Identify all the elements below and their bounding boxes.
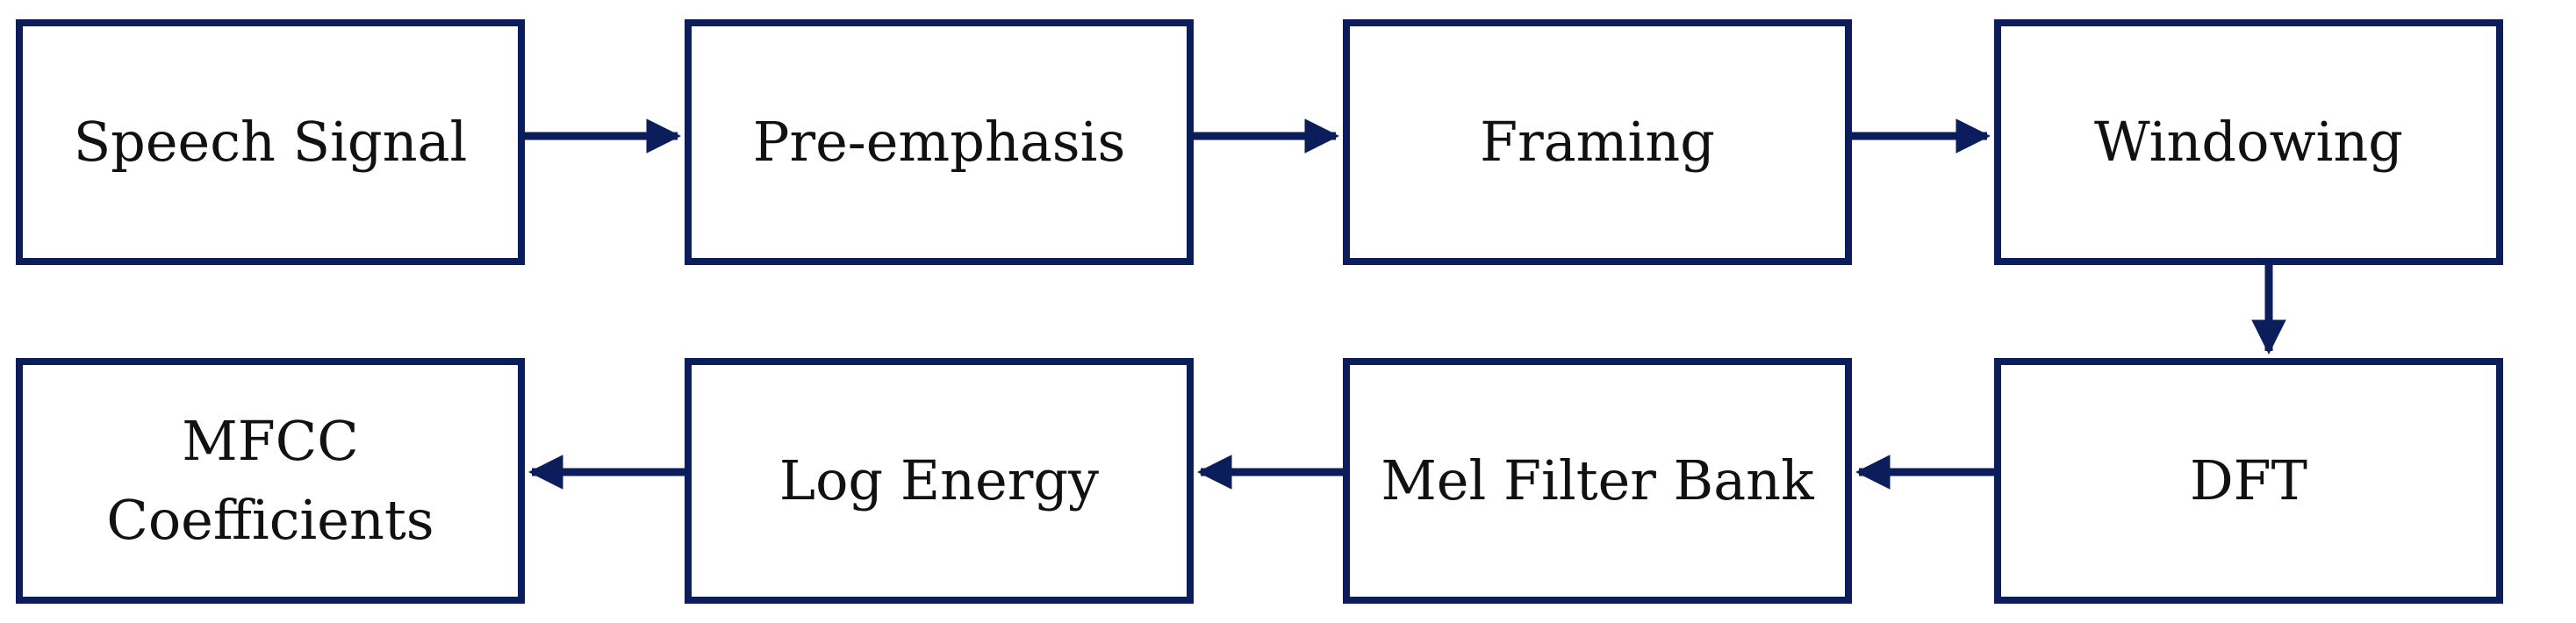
node-label: DFT	[2189, 448, 2308, 513]
node-label-line-1: MFCC	[182, 409, 359, 474]
node-framing: Framing	[1343, 19, 1852, 265]
node-speech-signal: Speech Signal	[16, 19, 525, 265]
node-label: Windowing	[2094, 110, 2403, 175]
node-label-line-2: Coefficients	[106, 488, 434, 552]
node-log-energy: Log Energy	[685, 358, 1194, 604]
node-label: Log Energy	[779, 448, 1100, 513]
node-label: Framing	[1480, 110, 1715, 175]
node-label: Pre-emphasis	[752, 110, 1126, 175]
node-label: Mel Filter Bank	[1381, 448, 1814, 513]
node-mfcc-coefficients: MFCC Coefficients	[16, 358, 525, 604]
node-windowing: Windowing	[1994, 19, 2503, 265]
node-label: MFCC Coefficients	[106, 402, 434, 560]
node-pre-emphasis: Pre-emphasis	[685, 19, 1194, 265]
node-dft: DFT	[1994, 358, 2503, 604]
node-label: Speech Signal	[73, 110, 468, 175]
node-mel-filter-bank: Mel Filter Bank	[1343, 358, 1852, 604]
